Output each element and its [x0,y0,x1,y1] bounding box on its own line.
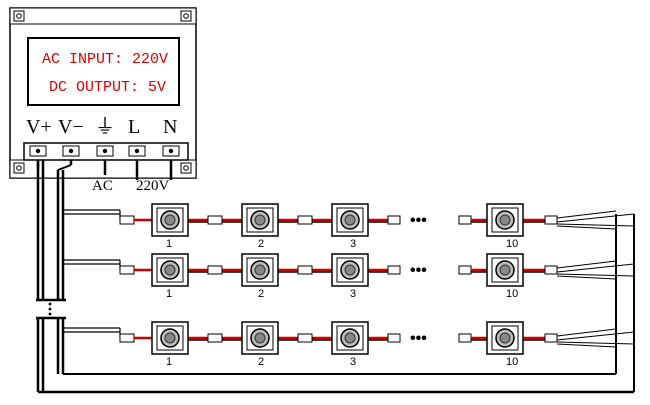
voltage-label: 220V [136,178,170,194]
led-module [151,321,189,355]
power-supply: AC INPUT: 220V DC OUTPUT: 5V V+ V− ⏚ L N… [9,7,197,194]
terminal-screw [62,145,80,157]
connector [458,333,472,343]
terminal-screw [162,145,180,157]
terminal-label-neutral: N [163,116,177,138]
wiring [36,160,635,394]
led-module [151,203,189,237]
psu-display [27,37,180,106]
led-module [486,203,524,237]
connector [458,215,472,225]
led-module [151,253,189,287]
connector [544,215,558,225]
led-module [331,203,369,237]
module-number: 10 [506,356,518,368]
module-number: 3 [350,288,356,300]
break-dot [48,302,52,306]
ellipsis: ••• [410,330,427,347]
connector [119,333,135,343]
ac-label: AC [92,178,113,194]
ellipsis: ••• [410,212,427,229]
ac-input-label: AC INPUT: 220V [42,51,168,68]
terminal-screw [29,145,47,157]
terminal-screws [29,145,180,157]
connector [207,215,223,225]
connector [544,265,558,275]
module-string: ••• 1 2 3 10 [63,321,635,368]
connector [544,333,558,343]
module-number: 3 [350,238,356,250]
module-number: 1 [166,288,172,300]
connector [297,265,313,275]
break-dot [48,312,52,316]
led-module [241,203,279,237]
terminal-screw [128,145,146,157]
dc-output-label: DC OUTPUT: 5V [49,79,166,96]
ellipsis: ••• [410,262,427,279]
led-module [486,253,524,287]
led-module [486,321,524,355]
terminal-label-ground: ⏚ [95,116,115,138]
mount-hole-top-right [180,10,192,22]
module-number: 2 [258,238,264,250]
mount-hole-top-left [13,10,25,22]
break-dot [48,307,52,311]
mount-hole-bottom-left [13,162,25,174]
led-module [331,253,369,287]
connector [119,265,135,275]
connector [119,215,135,225]
connector [207,333,223,343]
module-number: 2 [258,356,264,368]
terminal-label-v-minus: V− [58,116,84,138]
module-number: 1 [166,356,172,368]
connector [297,333,313,343]
connector [387,333,401,343]
module-strings: ••• 1 2 3 10 ••• 1 2 3 10 ••• 1 2 3 10 [63,203,635,368]
module-number: 10 [506,288,518,300]
connector [297,215,313,225]
terminal-label-v-plus: V+ [26,116,52,138]
connector [458,265,472,275]
module-number: 1 [166,238,172,250]
module-string: ••• 1 2 3 10 [63,253,635,300]
module-number: 2 [258,288,264,300]
connector [207,265,223,275]
terminal-label-live: L [128,116,140,138]
led-module [241,321,279,355]
led-module [241,253,279,287]
module-number: 3 [350,356,356,368]
module-string: ••• 1 2 3 10 [63,203,635,250]
mount-hole-bottom-right [180,162,192,174]
connector [387,265,401,275]
led-module [331,321,369,355]
connector [387,215,401,225]
terminal-screw [96,145,114,157]
bus-wires [36,160,635,394]
module-number: 10 [506,238,518,250]
